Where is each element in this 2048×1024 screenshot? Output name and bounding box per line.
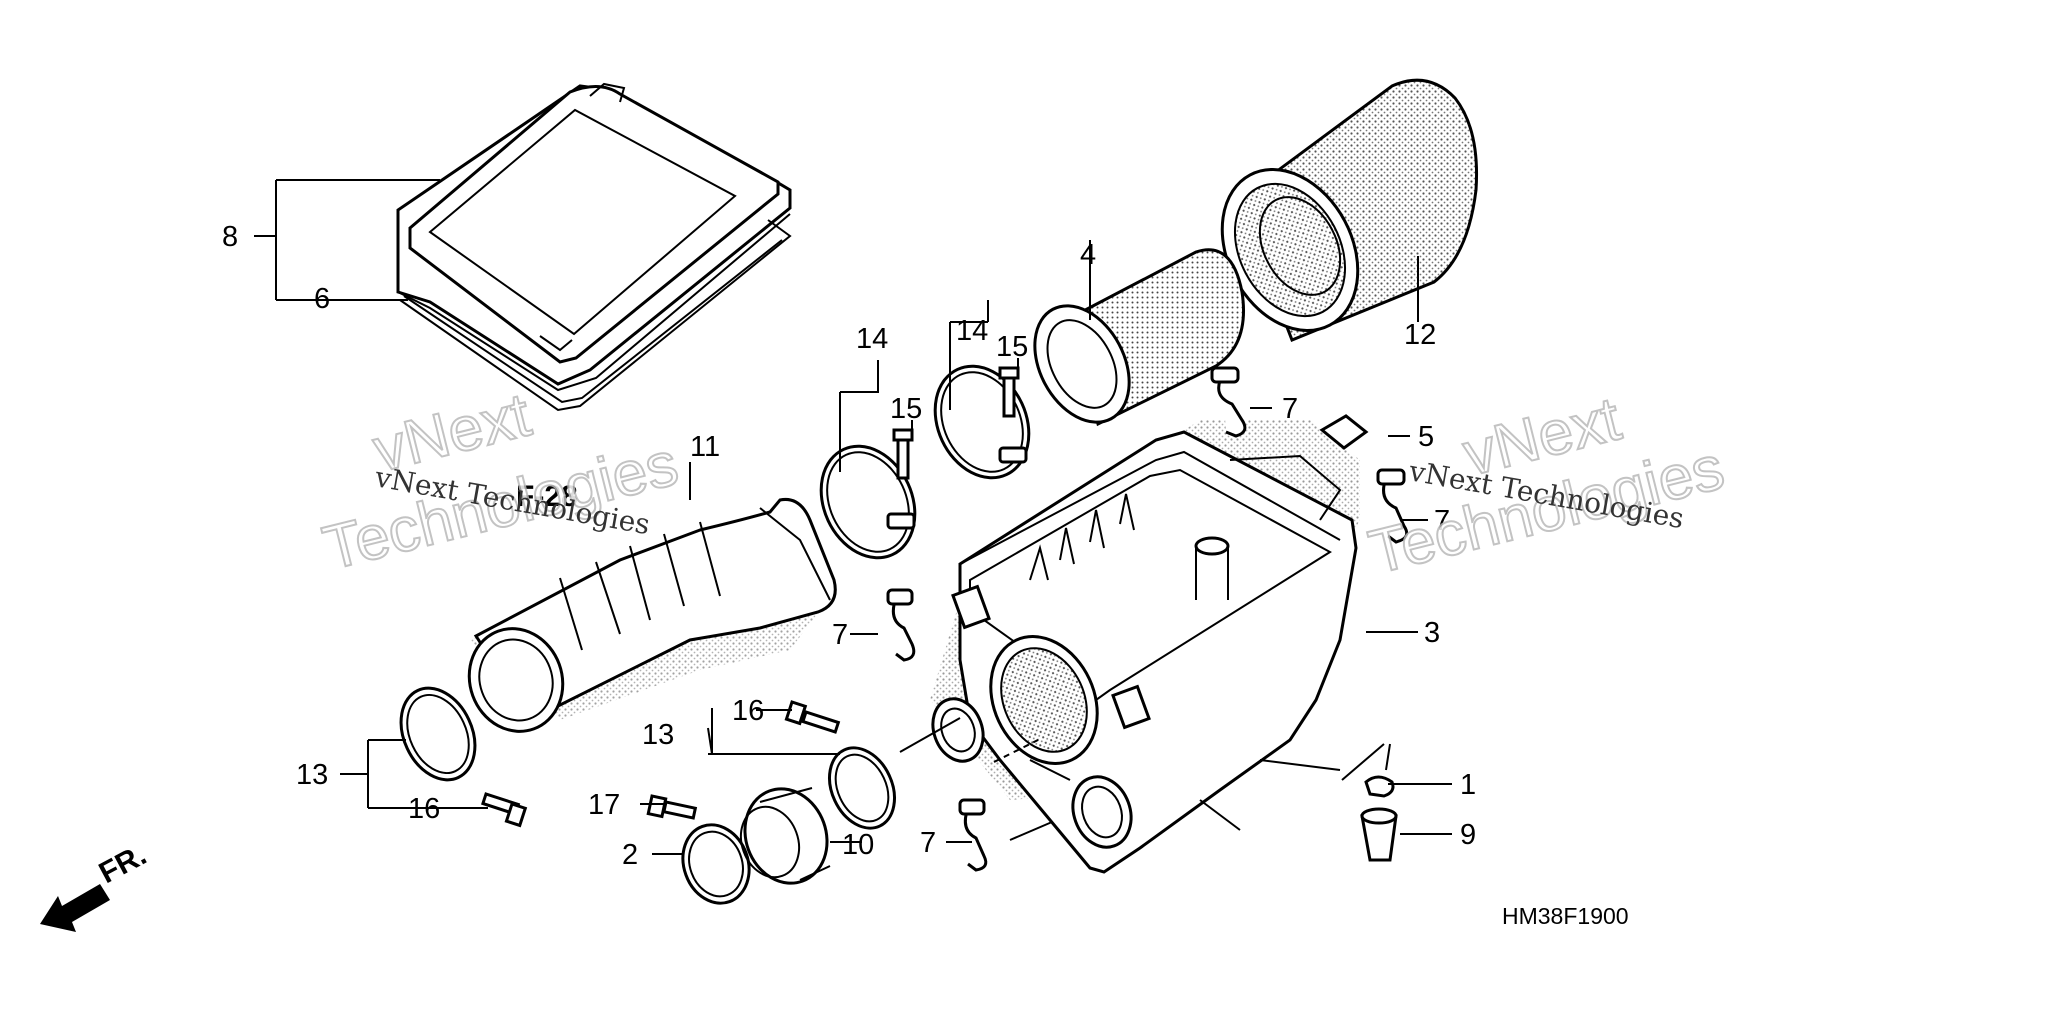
label-7-mid: 7 xyxy=(832,619,848,651)
leader-lines xyxy=(254,179,1452,855)
front-direction-label: FR. xyxy=(94,838,152,890)
screw-17 xyxy=(646,794,698,820)
watermark-left: vNext Technologies vNext Technologies xyxy=(316,379,686,584)
label-8: 8 xyxy=(222,221,238,253)
clip-7-bottom xyxy=(958,798,988,872)
label-14-left: 14 xyxy=(856,323,888,355)
label-7-bottom: 7 xyxy=(920,827,936,859)
label-11: 11 xyxy=(690,431,720,463)
reference-label: F-28 xyxy=(516,480,578,513)
screw-15-b xyxy=(998,366,1020,418)
label-13-left: 13 xyxy=(296,759,328,791)
clip-5 xyxy=(1319,414,1369,450)
label-5: 5 xyxy=(1418,421,1434,453)
label-16-mid: 16 xyxy=(732,695,764,727)
front-arrow-icon xyxy=(40,884,110,932)
clip-7-right xyxy=(1376,468,1409,544)
connecting-tube xyxy=(467,497,837,733)
tube-band-upper xyxy=(819,444,917,560)
tube-cap-1 xyxy=(1364,775,1395,798)
air-cleaner-cover xyxy=(396,82,792,392)
label-3: 3 xyxy=(1424,617,1440,649)
air-cleaner-gasket xyxy=(399,219,792,412)
label-7-top: 7 xyxy=(1282,393,1298,425)
screw-16-a xyxy=(784,700,841,734)
label-15-left: 15 xyxy=(890,393,922,425)
watermark-right: vNext Technologies vNext Technologies xyxy=(1362,383,1732,588)
air-cleaner-case xyxy=(930,420,1360,874)
part-labels: 8 6 12 4 7 5 7 3 1 9 14 14 15 15 11 7 13… xyxy=(222,221,1476,871)
label-17: 17 xyxy=(588,789,620,821)
label-14-right: 14 xyxy=(956,315,988,347)
element-holder xyxy=(1033,248,1246,427)
drain-plug-9 xyxy=(1360,807,1398,862)
label-16-left: 16 xyxy=(408,793,440,825)
label-6: 6 xyxy=(314,283,330,315)
clamp-band-2 xyxy=(681,823,751,905)
screw-15-a xyxy=(892,428,914,480)
label-15-right: 15 xyxy=(996,331,1028,363)
label-9: 9 xyxy=(1460,819,1476,851)
tube-band-lower xyxy=(933,364,1031,480)
clip-7-mid xyxy=(886,588,916,662)
air-cleaner-element xyxy=(1220,78,1479,342)
tube-band-13-upper xyxy=(399,686,477,782)
label-4: 4 xyxy=(1080,239,1096,271)
screw-16-b xyxy=(481,792,528,828)
label-12: 12 xyxy=(1404,319,1436,351)
label-1: 1 xyxy=(1460,769,1476,801)
label-10: 10 xyxy=(842,829,874,861)
clip-7-top xyxy=(1210,366,1247,438)
tube-band-13-lower xyxy=(828,746,896,830)
diagram-code: HM38F1900 xyxy=(1502,903,1629,929)
joint-10 xyxy=(739,787,831,885)
joint-leader xyxy=(993,739,1039,763)
label-7-right: 7 xyxy=(1434,505,1450,537)
label-13-mid: 13 xyxy=(642,719,674,751)
label-2: 2 xyxy=(622,839,638,871)
